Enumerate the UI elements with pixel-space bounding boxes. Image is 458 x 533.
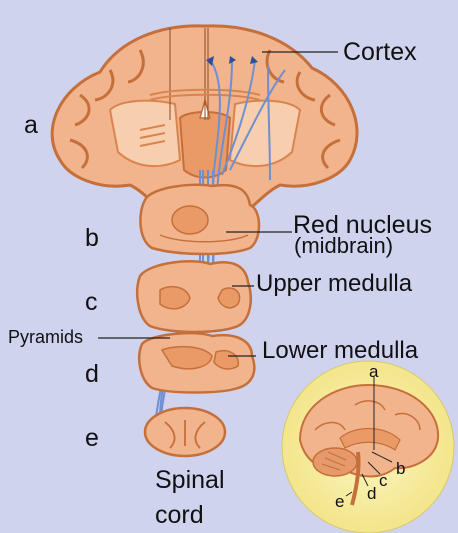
section-letter-b: b <box>85 224 99 252</box>
inset-letter-c: c <box>379 471 388 490</box>
tract-arrowheads <box>206 56 258 66</box>
section-b-midbrain <box>139 183 261 256</box>
coronal-section-a <box>50 24 359 220</box>
inset-letter-d: d <box>367 484 376 503</box>
inset-letter-b: b <box>396 459 405 478</box>
label-upper-medulla: Upper medulla <box>256 270 413 297</box>
section-letter-d: d <box>85 360 99 388</box>
label-pyramids: Pyramids <box>8 327 83 347</box>
section-letter-a: a <box>24 111 38 139</box>
inset-letter-a: a <box>369 362 379 381</box>
label-red-nucleus: Red nucleus <box>293 211 432 239</box>
label-cord: cord <box>155 501 204 529</box>
label-lower-medulla: Lower medulla <box>262 337 419 364</box>
leader-lines <box>98 51 338 357</box>
section-d-lower-medulla <box>138 331 256 394</box>
section-letter-c: c <box>85 288 98 316</box>
section-e-spinal-cord <box>143 406 227 458</box>
label-spinal: Spinal <box>155 466 225 494</box>
inset-sagittal-view <box>281 360 455 533</box>
inset-letter-e: e <box>335 492 344 511</box>
section-letter-e: e <box>85 424 99 452</box>
label-cortex: Cortex <box>343 38 417 66</box>
section-c-upper-medulla <box>136 260 252 334</box>
label-midbrain: (midbrain) <box>294 233 393 258</box>
